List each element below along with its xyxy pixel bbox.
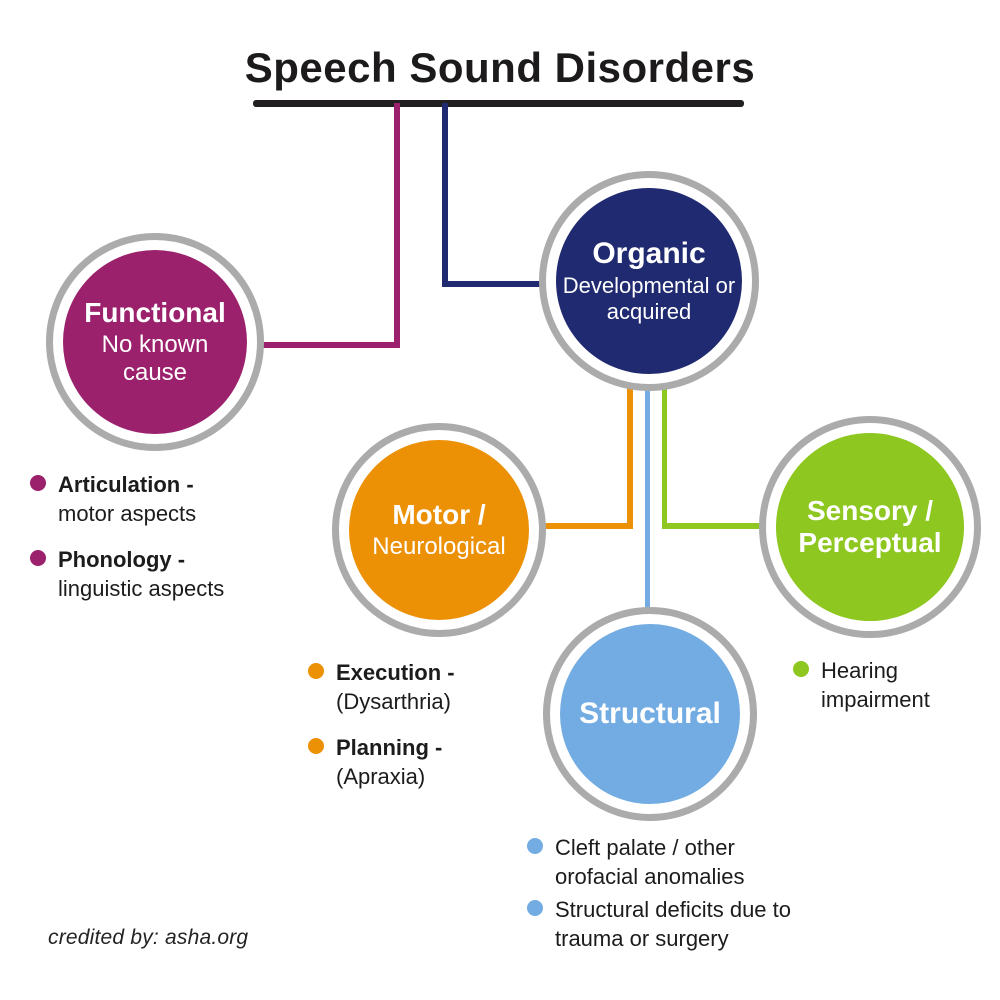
list-item-desc: linguistic aspects [58, 576, 225, 602]
node-motor-label: Motor / [392, 498, 486, 530]
node-motor-sublabel: Neurological [372, 533, 506, 561]
node-sensory: Sensory / Perceptual [759, 416, 981, 638]
connector-organic-vertical [442, 103, 448, 287]
node-structural-label: Structural [579, 697, 721, 731]
bullet-dot [30, 475, 46, 491]
node-functional-sublabel: No known cause [101, 330, 209, 387]
node-functional: Functional No known cause [46, 233, 264, 451]
list-item: Cleft palate / other orofacial anomalies [527, 833, 797, 891]
title-underline [253, 100, 744, 107]
list-item-desc: Structural deficits due to trauma or sur… [555, 897, 792, 952]
list-item: Articulation - motor aspects [30, 470, 260, 528]
sensory-list: Hearing impairment [793, 656, 953, 731]
list-item-desc: Hearing impairment [821, 658, 930, 713]
functional-list: Articulation - motor aspects Phonology - l… [30, 470, 260, 620]
bullet-dot [793, 661, 809, 677]
node-motor-circle: Motor / Neurological [349, 440, 529, 620]
bullet-dot [308, 738, 324, 755]
motor-list: Execution - (Dysarthria) Planning - (Aprax… [308, 658, 518, 808]
node-organic-circle: Organic Developmental or acquired [556, 188, 742, 374]
node-organic: Organic Developmental or acquired [539, 171, 759, 391]
list-item: Hearing impairment [793, 656, 953, 714]
page-title: Speech Sound Disorders [244, 44, 756, 91]
bullet-dot [308, 663, 324, 679]
list-item-title: Phonology - [58, 547, 186, 573]
node-sensory-label: Sensory / [806, 494, 934, 526]
node-motor: Motor / Neurological [332, 423, 546, 637]
connector-structural-vertical [645, 386, 650, 612]
connector-sensory-vertical [662, 386, 667, 529]
list-item-title: Articulation - [58, 472, 194, 497]
node-sensory-sublabel: Perceptual [798, 527, 942, 559]
bullet-dot [30, 550, 46, 567]
node-functional-label: Functional [84, 296, 226, 328]
connector-functional-vertical [394, 103, 400, 348]
credit-text: credited by: asha.org [48, 926, 249, 949]
list-item-desc: Cleft palate / other orofacial anomalies [555, 835, 745, 890]
list-item: Planning - (Apraxia) [308, 733, 518, 791]
structural-list: Cleft palate / other orofacial anomalies… [527, 833, 797, 957]
list-item-title: Planning - [336, 735, 443, 761]
list-item-title: Execution - [336, 660, 455, 685]
bullet-dot [527, 900, 543, 917]
node-functional-circle: Functional No known cause [63, 250, 247, 434]
list-item-desc: (Dysarthria) [336, 689, 451, 715]
node-organic-sublabel: Developmental or acquired [562, 273, 736, 325]
connector-motor-horizontal [540, 523, 633, 529]
connector-organic-horizontal [442, 281, 546, 287]
node-structural-circle: Structural [560, 624, 740, 804]
node-sensory-circle: Sensory / Perceptual [776, 433, 964, 621]
connector-sensory-horizontal [662, 523, 764, 529]
connector-functional-horizontal [258, 342, 400, 348]
node-organic-label: Organic [592, 236, 706, 270]
connector-motor-vertical [627, 386, 633, 529]
node-structural: Structural [543, 607, 757, 821]
list-item: Phonology - linguistic aspects [30, 545, 260, 603]
list-item-desc: (Apraxia) [336, 764, 426, 790]
list-item: Structural deficits due to trauma or sur… [527, 895, 797, 953]
bullet-dot [527, 838, 543, 854]
list-item-desc: motor aspects [58, 501, 197, 527]
list-item: Execution - (Dysarthria) [308, 658, 518, 716]
